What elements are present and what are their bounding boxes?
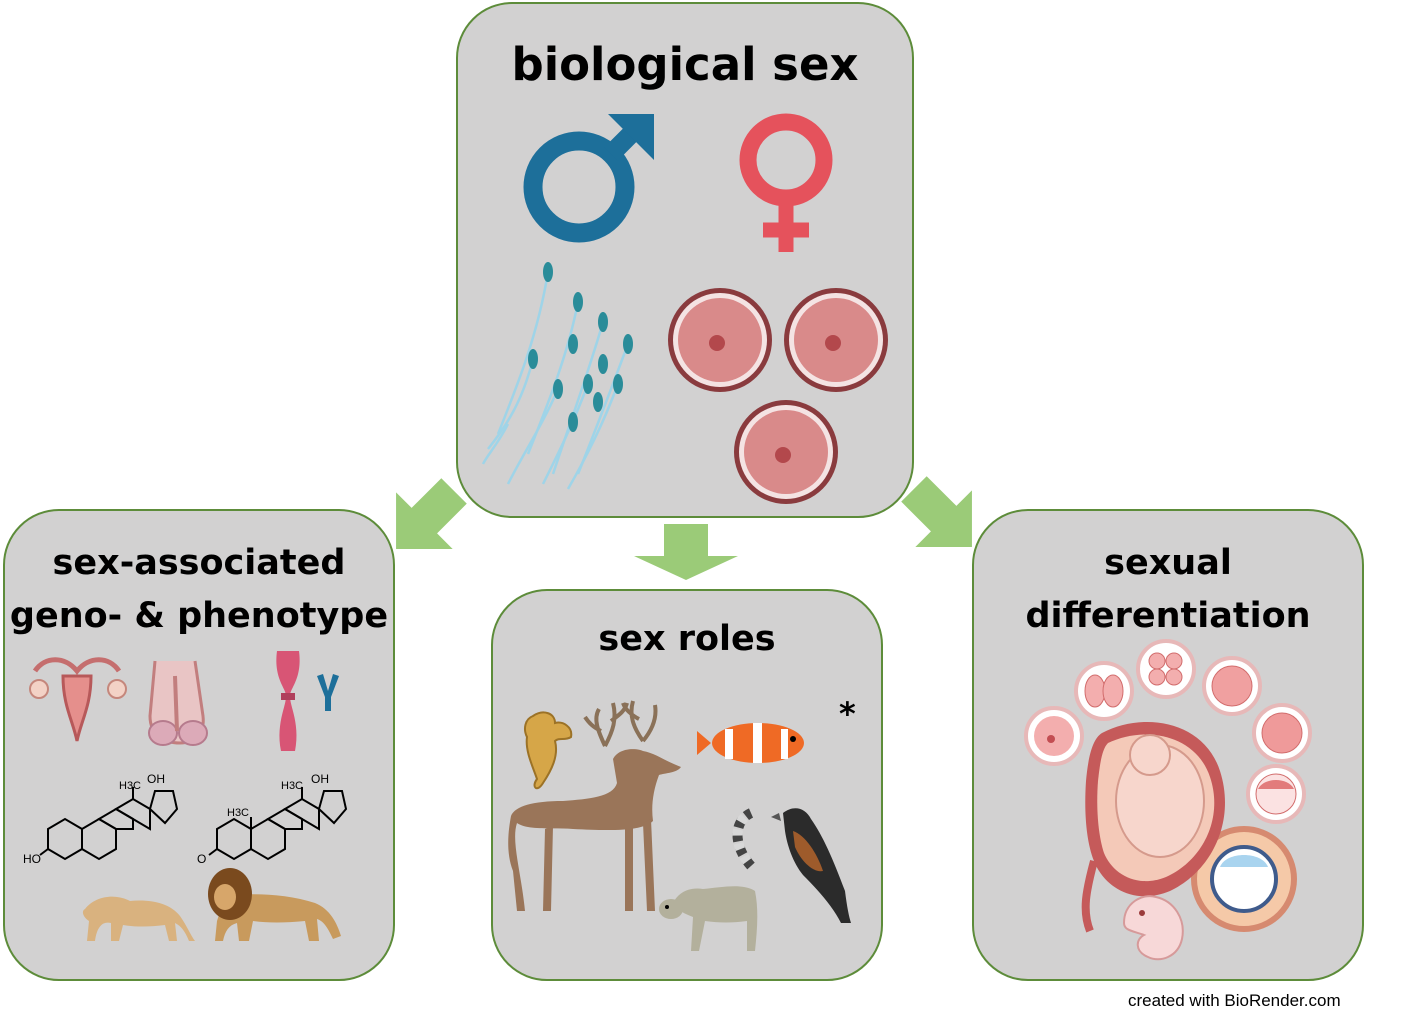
- arrow-to-middle-panel: [634, 524, 738, 580]
- panel-title: sexual differentiation: [974, 537, 1362, 643]
- male-reproductive-organ-icon: [148, 660, 208, 746]
- testosterone-structure: [208, 787, 348, 861]
- egg-cell-icon: [784, 288, 888, 392]
- panel-title: biological sex: [511, 38, 859, 91]
- embryo-development-icon: [1024, 639, 1312, 824]
- sexual-differentiation-panel: sexual differentiation: [972, 509, 1364, 981]
- egg-cell-icon: [668, 288, 772, 392]
- genotype-phenotype-illustrations: H3C OH HO H3C H3C OH O: [23, 651, 348, 941]
- sex-roles-panel: sex roles *: [491, 589, 883, 981]
- sperm-cells-icon: [481, 271, 630, 490]
- female-reproductive-organ-icon: [29, 657, 127, 742]
- lion-icon: [208, 868, 341, 941]
- asterisk-marker: *: [839, 695, 856, 733]
- biological-sex-panel: biological sex: [456, 2, 914, 518]
- title-line: geno- & phenotype: [9, 596, 389, 636]
- hydroxyl-label: OH: [147, 772, 165, 786]
- methyl-label: H3C: [119, 780, 141, 792]
- blastocyst-icon: [1191, 826, 1297, 932]
- title-line: sex-associated: [52, 543, 346, 583]
- arrow-to-right-panel: [901, 476, 972, 547]
- panel-title: sex roles: [598, 619, 776, 659]
- fetus-in-uterus-icon: [1081, 721, 1225, 933]
- estradiol-structure: [39, 787, 179, 861]
- clownfish-icon: [697, 723, 804, 763]
- arrow-to-left-panel: [396, 478, 467, 549]
- lioness-icon: [82, 896, 195, 941]
- panel-title: sex-associated geno- & phenotype: [5, 537, 393, 643]
- sex-roles-illustrations: [508, 700, 851, 951]
- male-symbol-icon: [523, 114, 654, 243]
- hydroxyl-label: HO: [23, 852, 41, 866]
- lemur-icon: [659, 808, 758, 951]
- methyl-label: H3C: [227, 807, 249, 819]
- deer-icon: [508, 700, 681, 911]
- differentiation-illustrations: [1024, 639, 1312, 961]
- early-embryo-icon: [1122, 895, 1184, 961]
- seahorse-icon: [524, 711, 573, 790]
- y-chromosome-icon: [317, 674, 339, 711]
- title-line: differentiation: [1025, 596, 1311, 636]
- hydroxyl-label: OH: [311, 772, 329, 786]
- credit-text: created with BioRender.com: [1128, 991, 1341, 1010]
- sex-associated-panel: sex-associated geno- & phenotype: [3, 509, 395, 981]
- title-line: sexual: [1104, 543, 1232, 583]
- keto-label: O: [197, 852, 206, 866]
- bird-icon: [771, 808, 851, 923]
- methyl-label: H3C: [281, 780, 303, 792]
- x-chromosome-icon: [276, 651, 300, 751]
- egg-cell-icon: [734, 400, 838, 504]
- female-symbol-icon: [739, 113, 833, 252]
- biological-sex-illustrations: [481, 113, 888, 504]
